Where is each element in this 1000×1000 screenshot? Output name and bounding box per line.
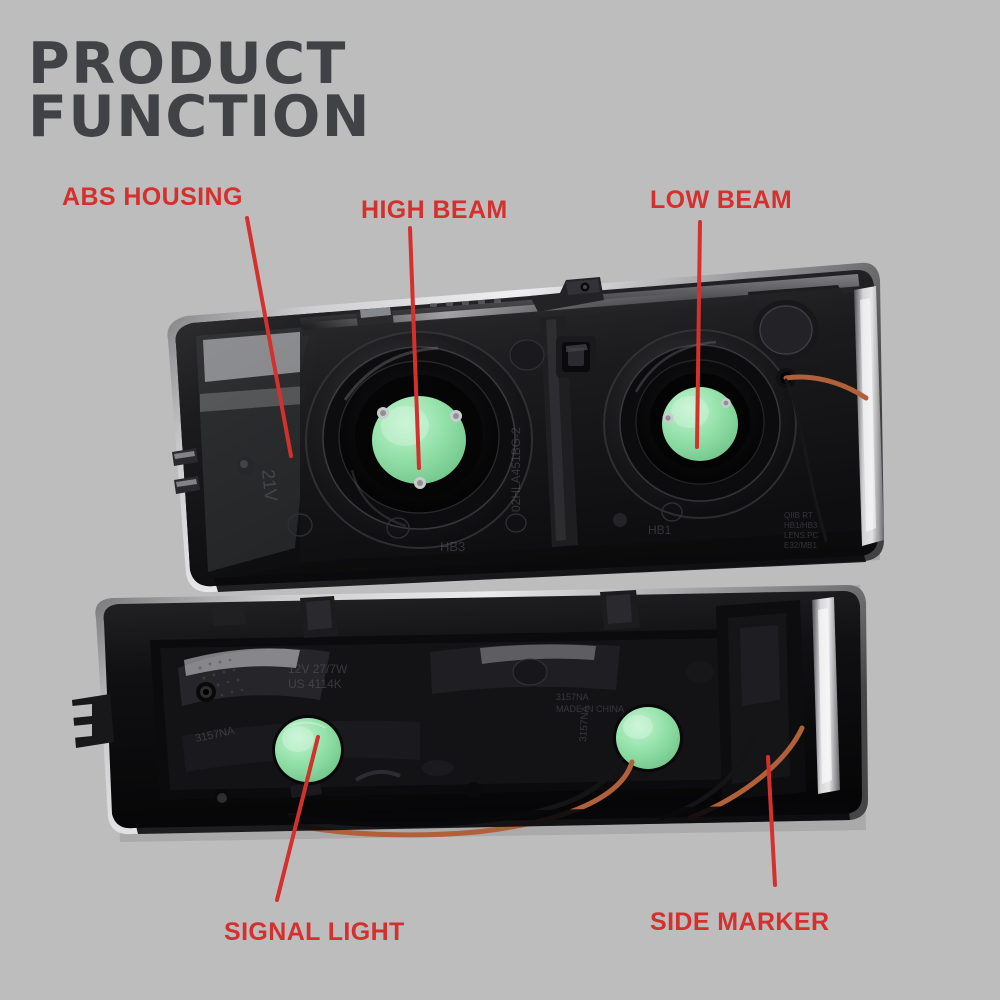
callout-label-high-beam: HIGH BEAM (361, 196, 508, 224)
upper-bottom-lip (214, 548, 866, 592)
low-beam-bulb-well (603, 329, 797, 519)
svg-text:QIIB RT: QIIB RT (784, 511, 813, 520)
callout-label-low-beam: LOW BEAM (650, 186, 793, 214)
leader-line-high-beam (408, 226, 421, 470)
low-beam-socket-cap (662, 387, 738, 461)
callout-leader-lines (245, 216, 777, 902)
upper-center-rib-highlight (546, 319, 566, 541)
leader-line-abs-housing (245, 216, 293, 458)
svg-text:HB3: HB3 (440, 539, 465, 554)
upper-rail-vents (430, 299, 501, 307)
lower-right-reflector (716, 597, 840, 800)
svg-text:3157NA: 3157NA (556, 692, 589, 702)
signal-marker-housing-lower: 12V 27/7W US 4114K 3157NA 3157NA MADE IN… (72, 584, 869, 842)
leader-line-side-marker (766, 755, 777, 887)
title-line-1: PRODUCT (28, 31, 347, 97)
svg-text:02HLA451BG-2: 02HLA451BG-2 (509, 427, 523, 512)
svg-text:US 4114K: US 4114K (288, 677, 342, 691)
upper-left-clips (172, 448, 200, 494)
svg-text:E32/MB1: E32/MB1 (784, 541, 817, 550)
signal-light-socket-right (613, 704, 683, 772)
lower-orange-wire-1 (297, 759, 635, 838)
svg-text:HB1: HB1 (648, 523, 672, 537)
upper-face-details (237, 300, 819, 539)
leader-line-low-beam (695, 220, 702, 449)
low-beam-orange-wire (783, 374, 869, 401)
lower-highlight-left (184, 648, 300, 676)
high-beam-bulb-well (305, 331, 533, 549)
high-beam-well-specular-2 (350, 469, 407, 528)
leader-line-signal-light (275, 735, 320, 902)
upper-embossed-text: 21V 02HLA451BG-2 HB3 HB1 QIIB RT HB1/HB3… (258, 427, 818, 554)
callout-label-signal-light: SIGNAL LIGHT (224, 918, 405, 946)
svg-text:HB1/HB3: HB1/HB3 (784, 521, 818, 530)
lower-face-details (196, 658, 714, 807)
title-line-2: FUNCTION (28, 84, 372, 150)
upper-top-rail-highlight (310, 292, 700, 330)
upper-left-sidewall-gloss (196, 326, 318, 572)
svg-text:21V: 21V (258, 468, 281, 502)
callout-label-abs-housing: ABS HOUSING (62, 183, 243, 211)
callout-label-side-marker: SIDE MARKER (650, 908, 830, 936)
lower-bottom-lip (134, 804, 850, 834)
upper-right-chrome-gloss (860, 298, 876, 532)
upper-mount-tab-center (356, 307, 394, 328)
upper-wire-connector (556, 336, 596, 378)
upper-left-highlight (203, 331, 310, 382)
low-beam-black-wire (784, 378, 828, 542)
high-beam-well-specular (343, 346, 439, 401)
lower-left-bracket (72, 694, 114, 748)
lower-mount-tabs (210, 590, 640, 638)
lower-highlight-mid (480, 644, 596, 664)
page-title: PRODUCT FUNCTION (28, 31, 372, 150)
svg-text:12V 27/7W: 12V 27/7W (288, 662, 348, 676)
svg-text:LENS:PC: LENS:PC (784, 531, 818, 540)
headlight-housing-upper: 21V 02HLA451BG-2 HB3 HB1 QIIB RT HB1/HB3… (167, 262, 884, 593)
upper-mount-bracket (530, 277, 604, 312)
low-beam-well-specular (634, 340, 717, 393)
svg-text:MADE IN CHINA: MADE IN CHINA (556, 704, 624, 714)
svg-text:3157NA: 3157NA (578, 705, 592, 742)
signal-light-socket-left (272, 715, 344, 785)
